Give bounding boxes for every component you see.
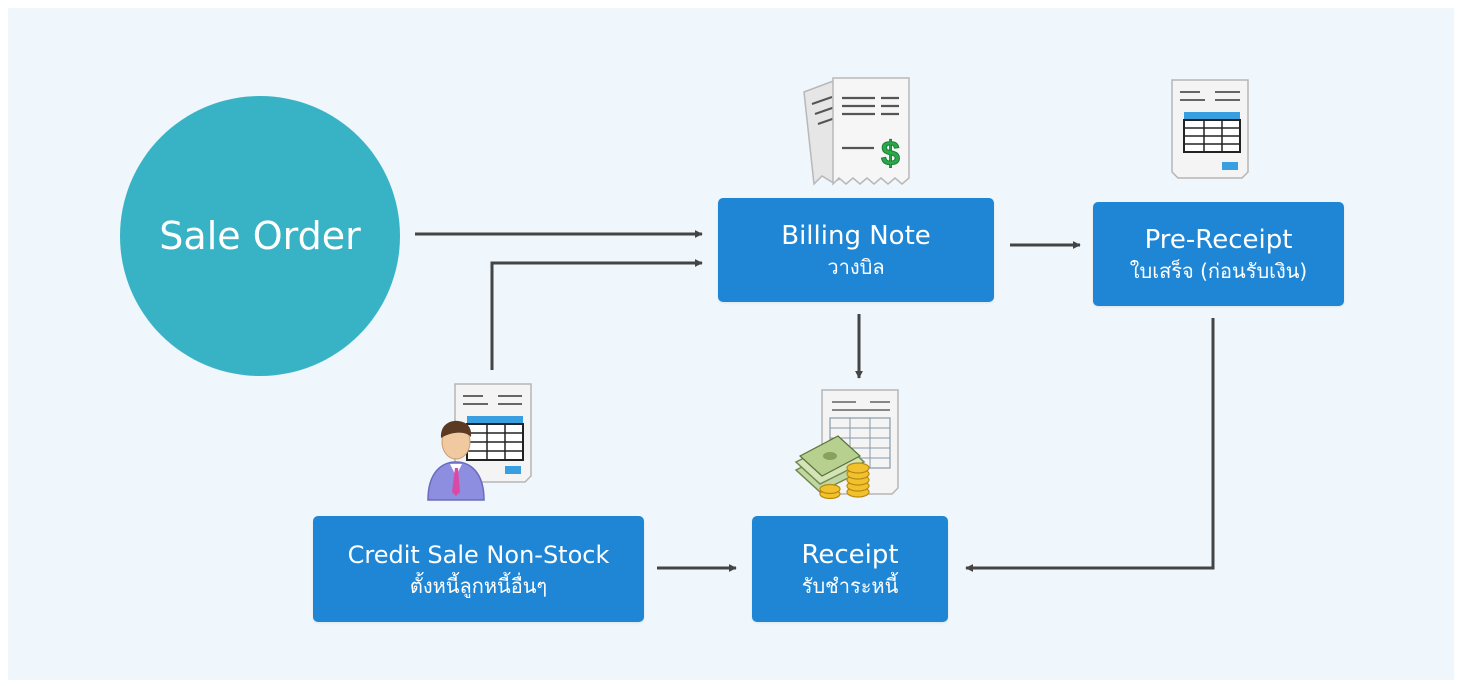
credit-sale-title: Credit Sale Non-Stock: [347, 541, 610, 569]
billing-note-subtitle: วางบิล: [827, 255, 885, 279]
pre-receipt-subtitle: ใบเสร็จ (ก่อนรับเงิน): [1129, 259, 1308, 283]
receipt-box: Receipt รับชำระหนี้: [752, 516, 948, 622]
pre-receipt-title: Pre-Receipt: [1144, 225, 1293, 255]
svg-text:$: $: [881, 135, 900, 173]
billing-note-title: Billing Note: [781, 221, 931, 251]
receipt-title: Receipt: [801, 540, 899, 570]
billing-note-box: Billing Note วางบิล: [718, 198, 994, 302]
credit-sale-subtitle: ตั้งหนี้ลูกหนี้อื่นๆ: [409, 574, 548, 598]
receipt-subtitle: รับชำระหนี้: [801, 574, 899, 598]
credit-sale-box: Credit Sale Non-Stock ตั้งหนี้ลูกหนี้อื่…: [313, 516, 644, 622]
sale-order-label: Sale Order: [159, 214, 361, 258]
arrow-credit-sale-to-billing: [490, 259, 703, 370]
pre-receipt-box: Pre-Receipt ใบเสร็จ (ก่อนรับเงิน): [1093, 202, 1344, 306]
arrow-pre-receipt-to-receipt: [965, 318, 1215, 572]
sale-order-node: Sale Order: [120, 96, 400, 376]
